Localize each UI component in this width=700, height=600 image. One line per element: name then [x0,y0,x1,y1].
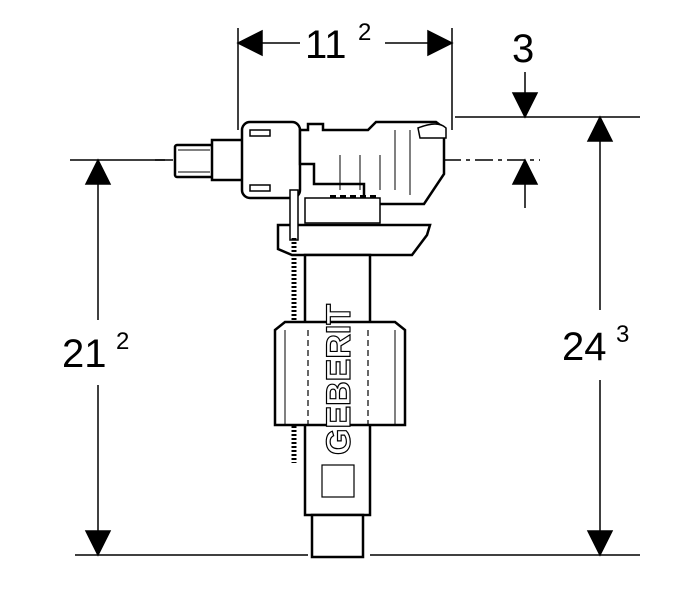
width-dimension-superscript: 2 [358,19,371,46]
right-height-superscript: 3 [616,321,629,348]
right-height-label: 24 [562,325,607,369]
width-dimension-label: 11 [305,23,347,67]
geberit-logo: GEBERIT [320,304,358,455]
left-height-superscript: 2 [116,328,129,355]
left-height-label: 21 [62,332,107,376]
dimension-lines [70,28,640,557]
valve-head [173,120,447,559]
offset-dimension-label: 3 [512,27,534,71]
